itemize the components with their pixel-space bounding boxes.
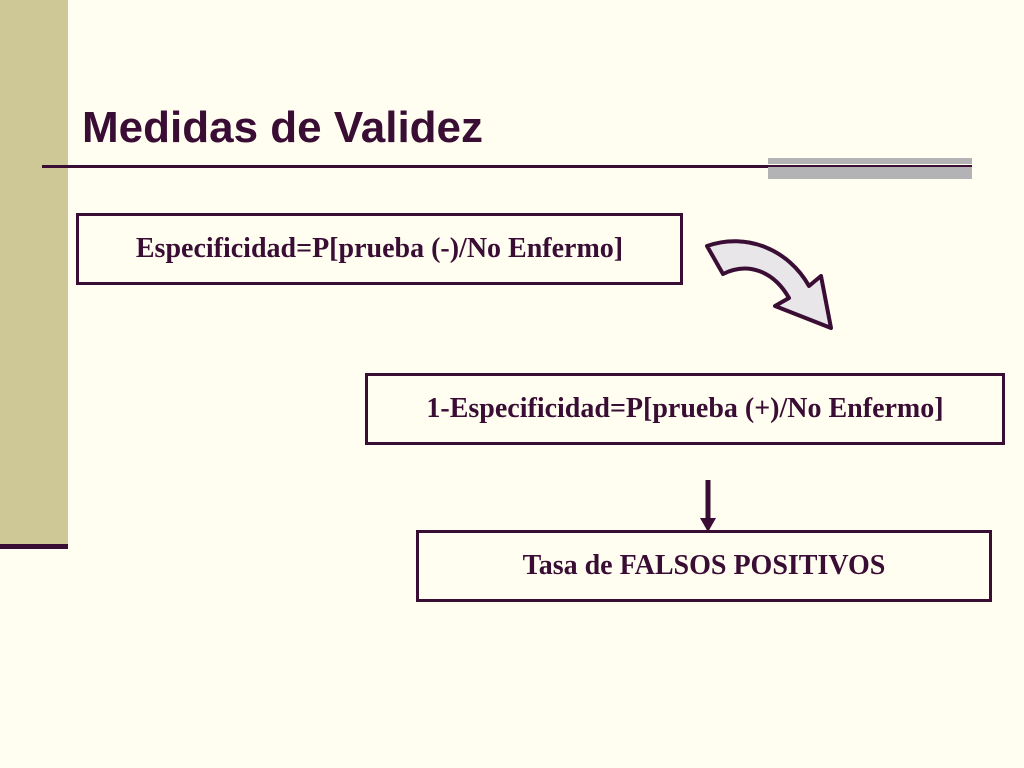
false-positive-rate-box: Tasa de FALSOS POSITIVOS	[416, 530, 992, 602]
specificity-text: Especificidad=P[prueba (-)/No Enfermo]	[135, 233, 624, 264]
curved-arrow-icon	[705, 239, 833, 330]
slide-title: Medidas de Validez	[82, 103, 484, 152]
slide-sidebar-foot	[0, 544, 68, 549]
false-positive-rate-text: Tasa de FALSOS POSITIVOS	[522, 550, 886, 581]
complement-specificity-box: 1-Especificidad=P[prueba (+)/No Enfermo]	[365, 373, 1005, 445]
complement-specificity-text: 1-Especificidad=P[prueba (+)/No Enfermo]	[426, 393, 944, 424]
specificity-box: Especificidad=P[prueba (-)/No Enfermo]	[76, 213, 683, 285]
title-underline	[42, 165, 972, 168]
slide-sidebar	[0, 0, 68, 545]
title-accent-bar	[768, 158, 972, 179]
down-arrow-icon	[700, 480, 716, 532]
